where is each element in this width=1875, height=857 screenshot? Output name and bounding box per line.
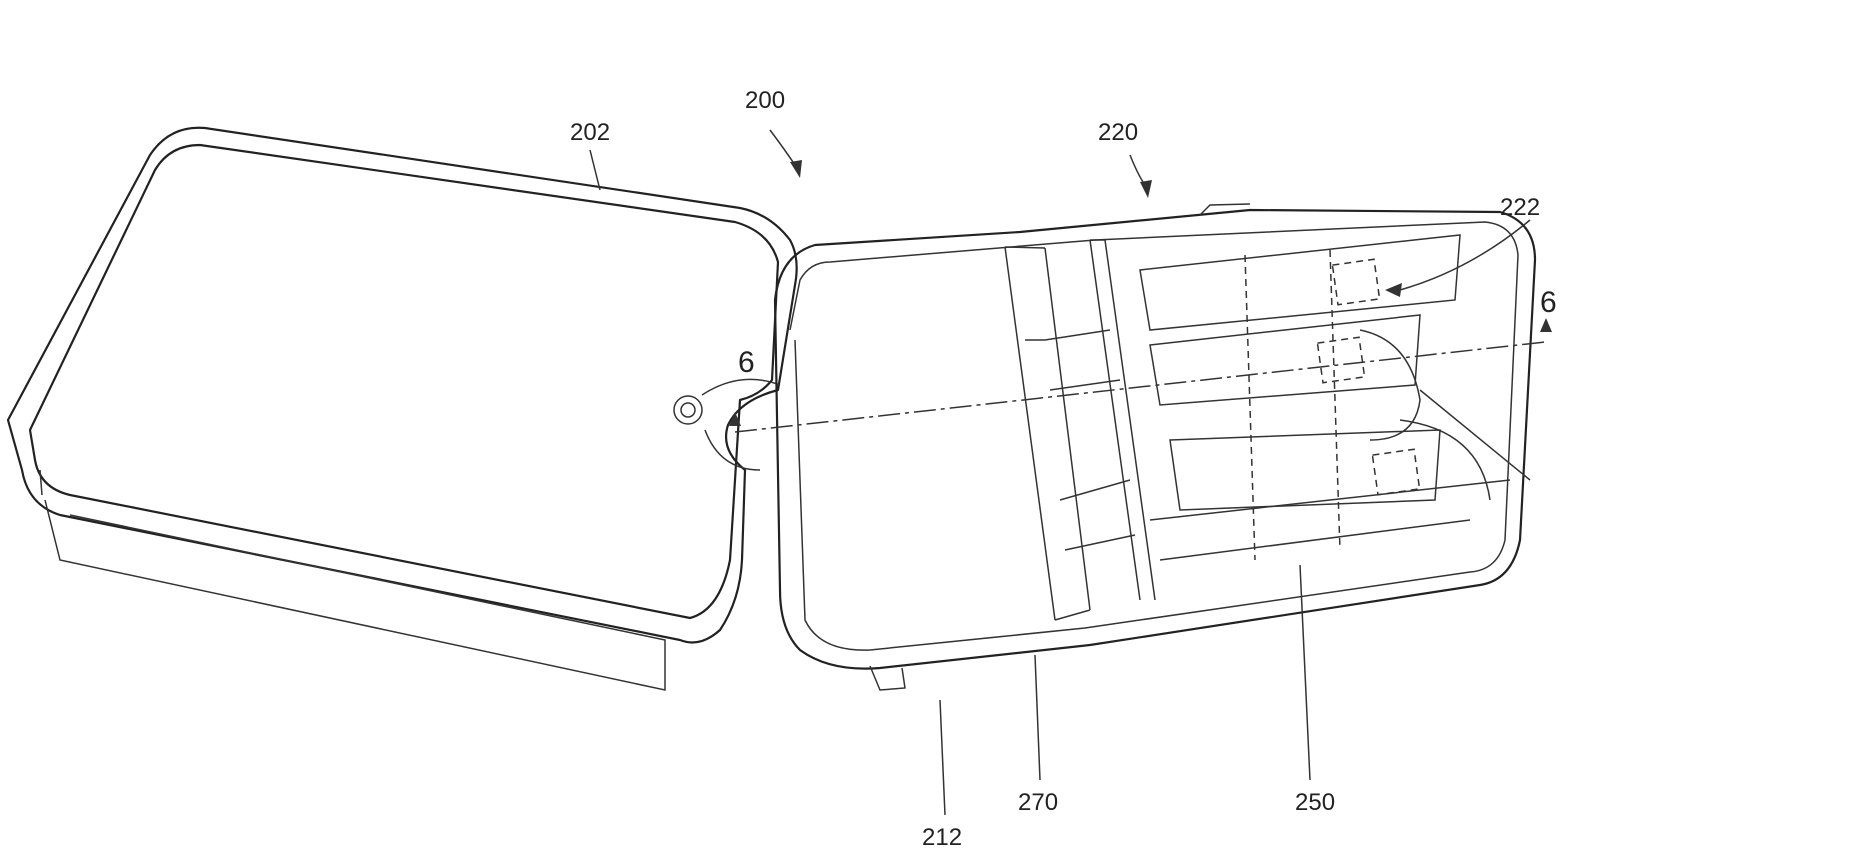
label-270: 270 <box>1018 789 1058 816</box>
label-200: 200 <box>745 87 785 114</box>
arrow-222-icon <box>1385 283 1402 297</box>
arrow-220-icon <box>1140 180 1152 198</box>
label-250: 250 <box>1295 789 1335 816</box>
lid-202 <box>8 128 797 690</box>
label-222: 222 <box>1500 194 1540 221</box>
arrow-200-icon <box>790 160 802 178</box>
hinge-hole-icon <box>674 396 702 424</box>
tray-220 <box>729 204 1552 690</box>
label-section-right: 6 <box>1540 286 1557 319</box>
label-202: 202 <box>570 119 610 146</box>
label-212: 212 <box>922 824 962 851</box>
section-line <box>735 342 1545 432</box>
label-220: 220 <box>1098 119 1138 146</box>
label-section-left: 6 <box>738 346 755 379</box>
